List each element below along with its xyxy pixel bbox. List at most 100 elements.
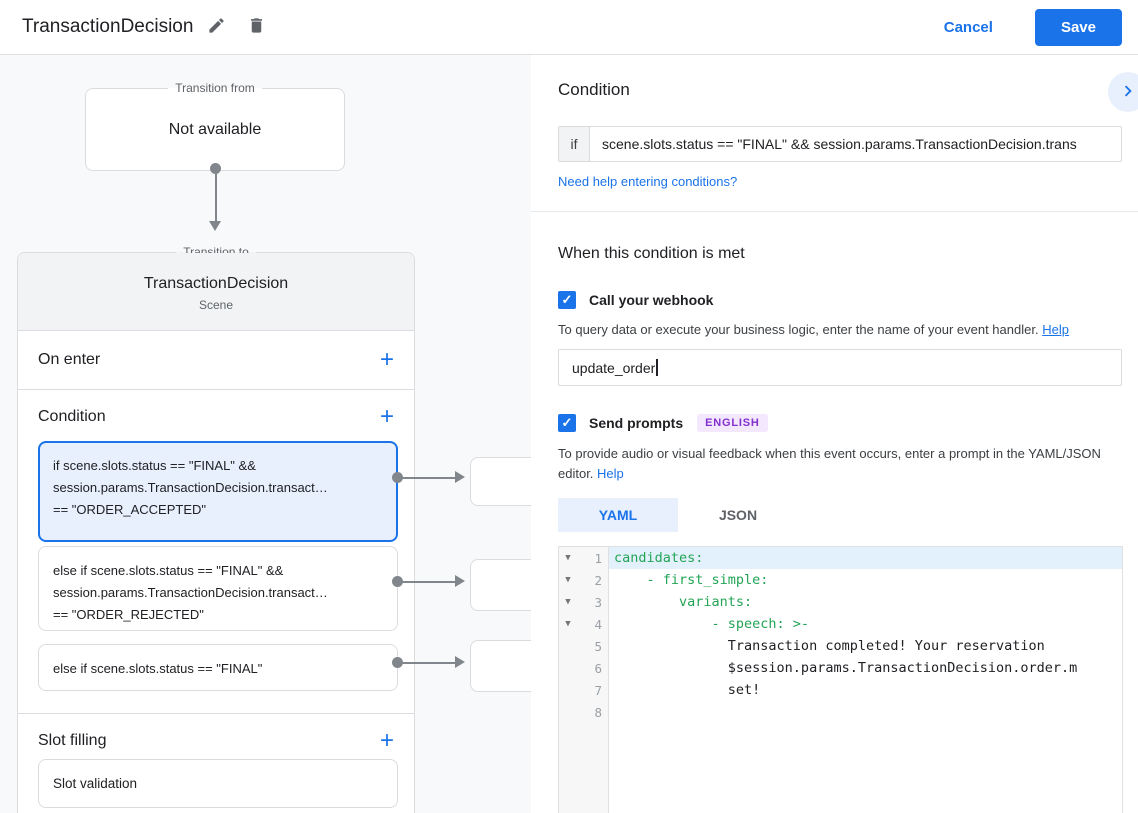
line-number: 5 <box>594 638 602 654</box>
condition-text-line: session.params.TransactionDecision.trans… <box>53 480 328 495</box>
line-number: 4 <box>594 616 602 632</box>
section-title: When this condition is met <box>558 245 745 262</box>
on-enter-section[interactable]: On enter + <box>18 337 414 383</box>
slot-filling-label: Slot filling <box>38 732 107 749</box>
language-badge: ENGLISH <box>697 414 768 432</box>
plus-icon: + <box>379 346 394 373</box>
add-condition-button[interactable]: + <box>380 405 394 429</box>
editor-code-area[interactable]: candidates: - first_simple: variants: - … <box>609 547 1122 813</box>
divider <box>18 389 414 390</box>
condition-edit-panel: Condition if Need help entering conditio… <box>531 55 1138 813</box>
scene-diagram-panel: Transition from Not available Transition… <box>0 55 531 813</box>
gutter-row: ▼1 <box>559 547 608 569</box>
if-prefix-label: if <box>559 127 590 161</box>
trash-icon <box>247 16 266 38</box>
code-line[interactable]: candidates: <box>609 547 1122 569</box>
transition-from-box[interactable]: Transition from Not available <box>85 81 345 171</box>
connector-line <box>400 580 455 583</box>
condition-text-line: session.params.TransactionDecision.trans… <box>53 585 328 600</box>
send-prompts-row: ✓ Send prompts ENGLISH <box>558 414 768 432</box>
collapse-panel-button[interactable] <box>1108 72 1138 112</box>
pencil-icon <box>207 16 226 38</box>
webhook-description: To query data or execute your business l… <box>558 320 1106 340</box>
gutter-row: 5 <box>559 635 608 657</box>
tab-yaml[interactable]: YAML <box>558 498 678 532</box>
checkmark-icon: ✓ <box>561 415 573 430</box>
top-bar: TransactionDecision Cancel Save <box>0 0 1138 55</box>
delete-scene-button[interactable] <box>239 10 273 44</box>
slot-card-label: Slot validation <box>53 776 138 791</box>
divider <box>18 713 414 714</box>
condition-help-link[interactable]: Need help entering conditions? <box>558 174 738 189</box>
line-number: 8 <box>594 704 602 720</box>
transition-from-content: Not available <box>168 120 262 138</box>
condition-text-line: if scene.slots.status == "FINAL" && <box>53 458 256 473</box>
code-line[interactable]: - speech: >- <box>614 616 810 632</box>
checkmark-icon: ✓ <box>561 292 573 307</box>
transition-from-label: Transition from <box>168 81 262 95</box>
connector-line <box>400 476 455 479</box>
slot-filling-section-header: Slot filling + <box>18 719 414 763</box>
arrow-right-icon <box>455 471 465 483</box>
event-handler-input[interactable]: update_order <box>558 349 1122 386</box>
condition-expression-input[interactable] <box>590 127 1121 161</box>
text-cursor <box>656 359 658 376</box>
arrow-down-icon <box>209 221 221 231</box>
line-number: 2 <box>594 572 602 588</box>
scene-name: TransactionDecision <box>143 275 289 292</box>
save-button[interactable]: Save <box>1034 8 1122 46</box>
webhook-help-link[interactable]: Help <box>1042 322 1069 337</box>
code-line[interactable]: $session.params.TransactionDecision.orde… <box>614 660 1078 676</box>
send-prompts-label: Send prompts <box>589 415 684 431</box>
line-number: 7 <box>594 682 602 698</box>
transition-target-box[interactable] <box>470 640 531 692</box>
slot-validation-card[interactable]: Slot validation <box>38 759 398 808</box>
edit-scene-button[interactable] <box>199 10 233 44</box>
fold-arrow-icon[interactable]: ▼ <box>565 553 571 563</box>
gutter-row: 6 <box>559 657 608 679</box>
add-slot-button[interactable]: + <box>380 729 394 753</box>
fold-arrow-icon[interactable]: ▼ <box>565 619 571 629</box>
cancel-button[interactable]: Cancel <box>928 11 1009 44</box>
transition-target-box[interactable] <box>470 559 531 611</box>
condition-card[interactable]: else if scene.slots.status == "FINAL" &&… <box>38 546 398 631</box>
page-title: TransactionDecision <box>22 16 194 37</box>
divider <box>531 211 1138 212</box>
connector-line <box>400 661 455 664</box>
call-webhook-checkbox[interactable]: ✓ <box>558 291 576 309</box>
code-line[interactable]: variants: <box>614 594 753 610</box>
fold-arrow-icon[interactable]: ▼ <box>565 597 571 607</box>
gutter-row: ▼3 <box>559 591 608 613</box>
condition-section-header: Condition + <box>18 395 414 439</box>
condition-card[interactable]: if scene.slots.status == "FINAL" && sessi… <box>38 441 398 542</box>
add-on-enter-button[interactable]: + <box>380 348 394 372</box>
code-line[interactable] <box>609 701 1122 723</box>
condition-text-line: == "ORDER_REJECTED" <box>53 607 204 622</box>
arrow-right-icon <box>455 575 465 587</box>
plus-icon: + <box>379 727 394 754</box>
arrow-right-icon <box>455 656 465 668</box>
code-line[interactable]: set! <box>614 682 761 698</box>
prompts-help-link[interactable]: Help <box>597 466 624 481</box>
chevron-right-icon <box>1117 80 1138 105</box>
prompts-description-text: To provide audio or visual feedback when… <box>558 446 1101 481</box>
on-enter-label: On enter <box>38 351 101 368</box>
scene-header[interactable]: TransactionDecision Scene <box>18 253 414 331</box>
top-bar-actions: Cancel Save <box>928 8 1138 46</box>
send-prompts-checkbox[interactable]: ✓ <box>558 414 576 432</box>
line-number: 3 <box>594 594 602 610</box>
condition-card[interactable]: else if scene.slots.status == "FINAL" <box>38 644 398 691</box>
code-line[interactable]: Transaction completed! Your reservation <box>614 638 1045 654</box>
fold-arrow-icon[interactable]: ▼ <box>565 575 571 585</box>
tab-json[interactable]: JSON <box>678 498 798 532</box>
condition-label: Condition <box>38 408 106 425</box>
transition-target-box[interactable] <box>470 457 531 506</box>
connector-line <box>214 170 217 222</box>
call-webhook-label: Call your webhook <box>589 292 714 308</box>
webhook-description-text: To query data or execute your business l… <box>558 322 1039 337</box>
code-line[interactable]: - first_simple: <box>614 572 769 588</box>
condition-text-line: == "ORDER_ACCEPTED" <box>53 502 206 517</box>
